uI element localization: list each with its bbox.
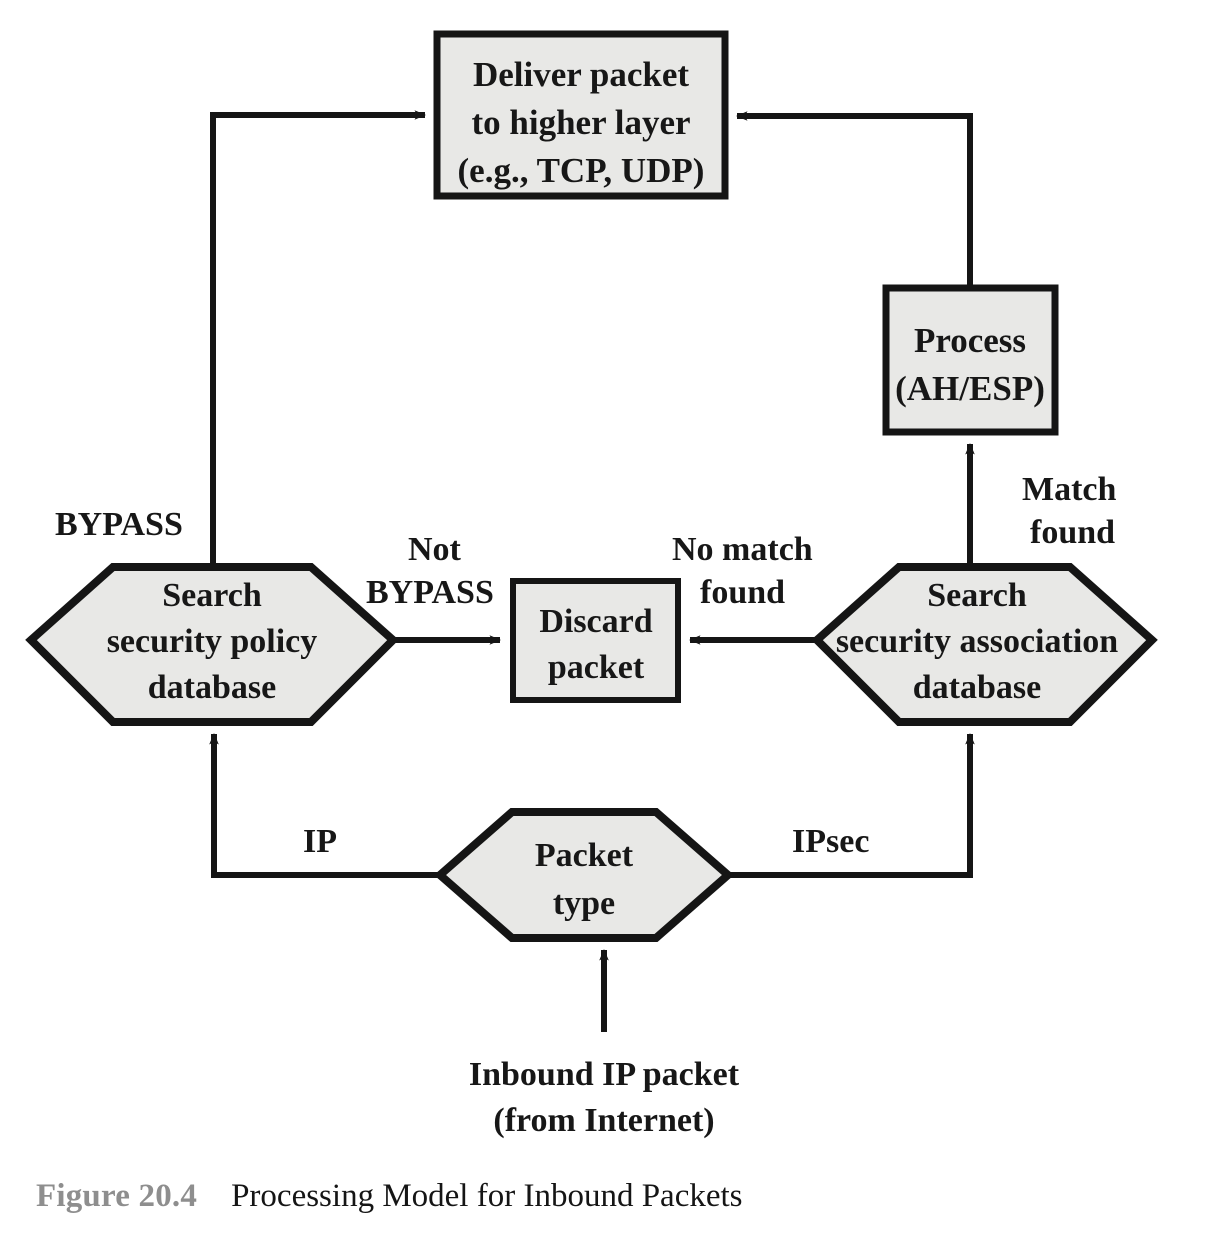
- edge-label-match-found-line-2: found: [1030, 514, 1115, 551]
- figure-number: Figure 20.4: [36, 1178, 198, 1214]
- edge-packet-type-to-sad: [728, 733, 975, 878]
- node-search-security-policy-database: Search security policy database: [25, 563, 399, 726]
- edge-label-no-match-found: No match found: [672, 531, 813, 611]
- node-process-line-1: Process: [914, 321, 1026, 360]
- node-discard-line-1: Discard: [539, 603, 652, 640]
- node-inbound-line-1: Inbound IP packet: [469, 1056, 740, 1093]
- edge-label-match-found-line-1: Match: [1022, 471, 1117, 508]
- node-deliver-packet-line-3: (e.g., TCP, UDP): [458, 151, 705, 190]
- node-process: Process (AH/ESP): [882, 284, 1059, 436]
- edge-process-to-deliver: [736, 111, 973, 288]
- node-sad-line-1: Search: [927, 577, 1027, 614]
- edge-label-not-bypass: Not BYPASS: [366, 531, 494, 611]
- node-packet-type: Packet type: [433, 808, 735, 942]
- node-packet-type-line-1: Packet: [535, 837, 634, 874]
- edge-label-ip: IP: [303, 823, 337, 860]
- edge-label-ipsec-line-1: IPsec: [792, 823, 869, 860]
- edge-label-no-match-found-line-2: found: [700, 574, 785, 611]
- node-spd-line-1: Search: [162, 577, 262, 614]
- node-inbound-ip-packet: Inbound IP packet (from Internet): [469, 1056, 740, 1139]
- figure-title: Processing Model for Inbound Packets: [231, 1178, 743, 1214]
- node-spd-line-2: security policy: [107, 623, 318, 660]
- node-search-security-association-database: Search security association database: [811, 563, 1158, 726]
- edge-bypass-to-deliver: [210, 110, 426, 570]
- node-deliver-packet-line-2: to higher layer: [471, 103, 690, 142]
- node-process-line-2: (AH/ESP): [895, 369, 1045, 408]
- node-deliver-packet-line-1: Deliver packet: [473, 55, 689, 94]
- node-deliver-packet: Deliver packet to higher layer (e.g., TC…: [433, 30, 729, 200]
- edge-label-no-match-found-line-1: No match: [672, 531, 813, 568]
- edge-label-bypass: BYPASS: [55, 506, 183, 543]
- node-sad-line-3: database: [913, 669, 1041, 706]
- edge-label-ipsec: IPsec: [792, 823, 869, 860]
- edge-packet-type-to-spd: [209, 733, 440, 878]
- edge-label-not-bypass-line-1: Not: [408, 531, 462, 568]
- figure-caption: Figure 20.4 Processing Model for Inbound …: [0, 1178, 1232, 1215]
- node-discard-packet: Discard packet: [510, 578, 681, 703]
- edge-label-not-bypass-line-2: BYPASS: [366, 574, 494, 611]
- node-sad-line-2: security association: [836, 623, 1118, 660]
- node-packet-type-line-2: type: [553, 885, 615, 922]
- node-spd-line-3: database: [148, 669, 276, 706]
- edge-label-match-found: Match found: [1022, 471, 1117, 551]
- edge-label-bypass-line-1: BYPASS: [55, 506, 183, 543]
- node-discard-line-2: packet: [548, 649, 645, 686]
- node-inbound-line-2: (from Internet): [493, 1102, 714, 1139]
- edge-label-ip-line-1: IP: [303, 823, 337, 860]
